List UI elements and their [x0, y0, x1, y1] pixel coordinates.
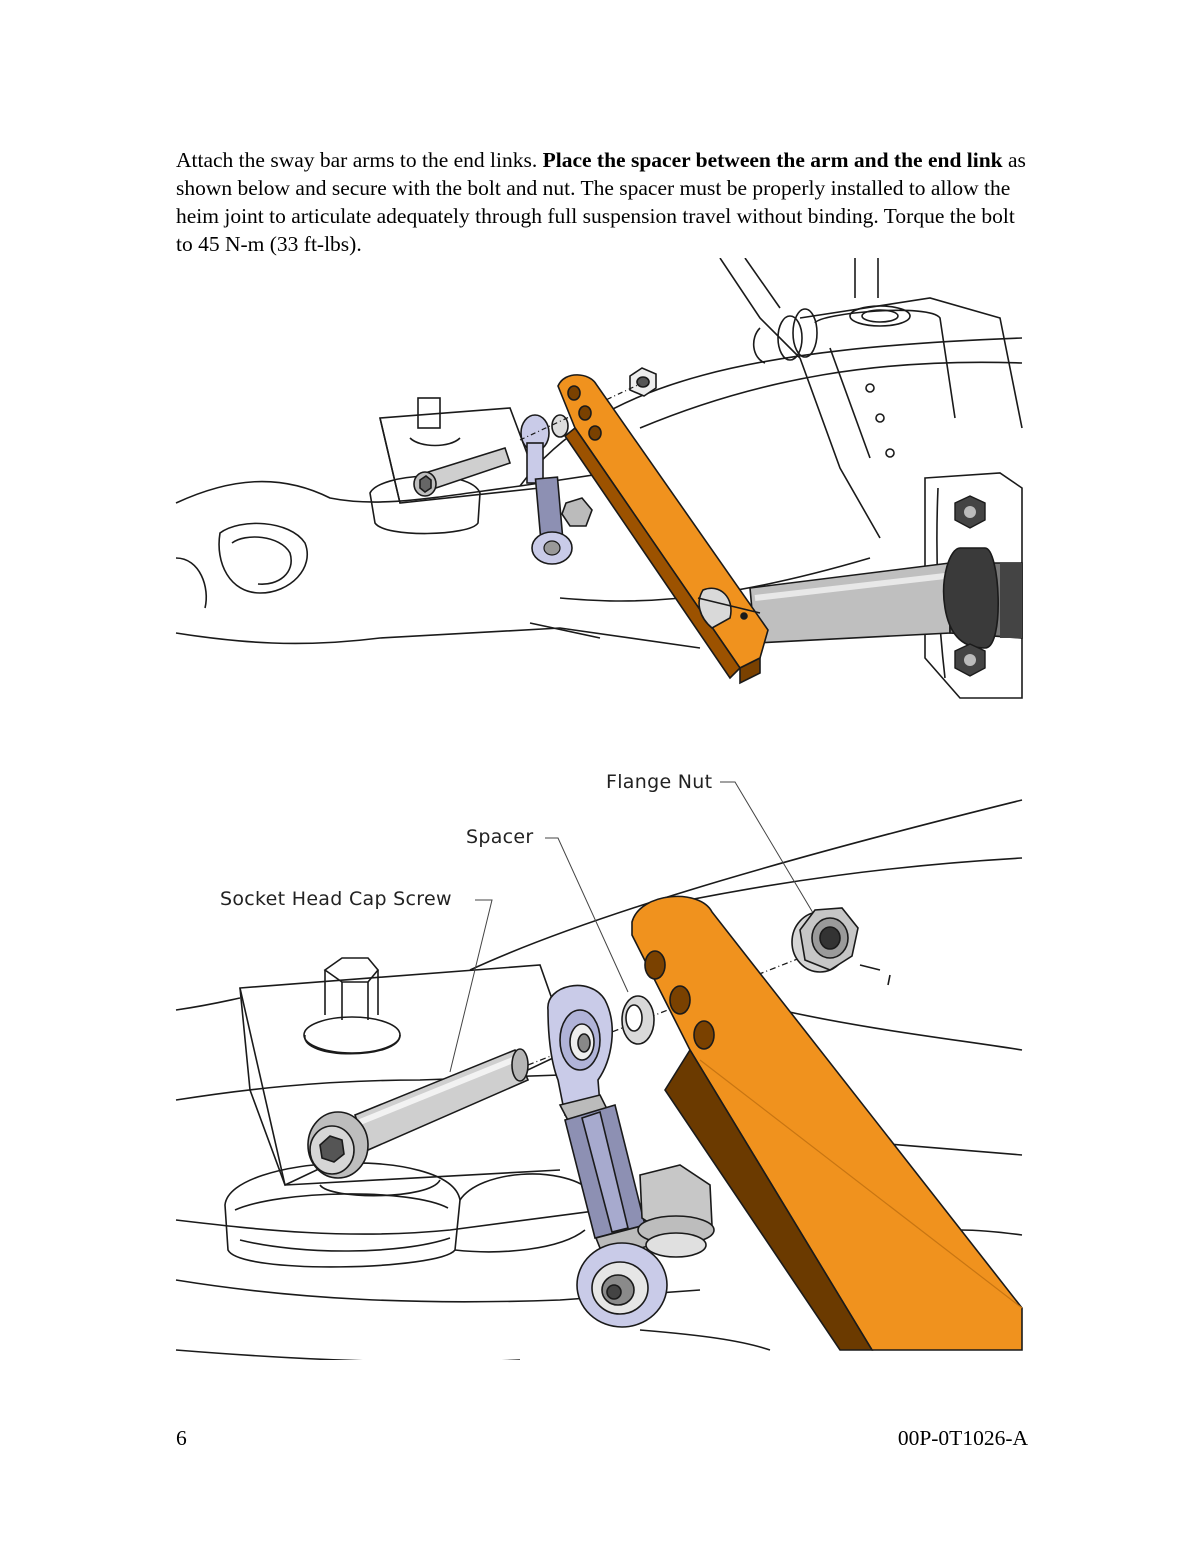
instruction-text-bold: Place the spacer between the arm and the… — [542, 148, 1003, 172]
instruction-text-1: Attach the sway bar arms to the end link… — [176, 148, 543, 172]
socket-head-cap-screw-callout: Socket Head Cap Screw — [220, 888, 452, 910]
overview-assembly-figure — [175, 258, 1023, 699]
page-number: 6 — [176, 1426, 187, 1450]
flange-nut-callout: Flange Nut — [606, 771, 713, 793]
instruction-text-2: as shown below and secure with the bolt … — [176, 148, 1026, 256]
document-code: 00P-0T1026-A — [897, 1426, 1028, 1450]
instruction-paragraph: Attach the sway bar arms to the end link… — [176, 146, 1036, 258]
exploded-detail-figure — [175, 781, 1023, 1360]
spacer-callout: Spacer — [466, 826, 534, 848]
